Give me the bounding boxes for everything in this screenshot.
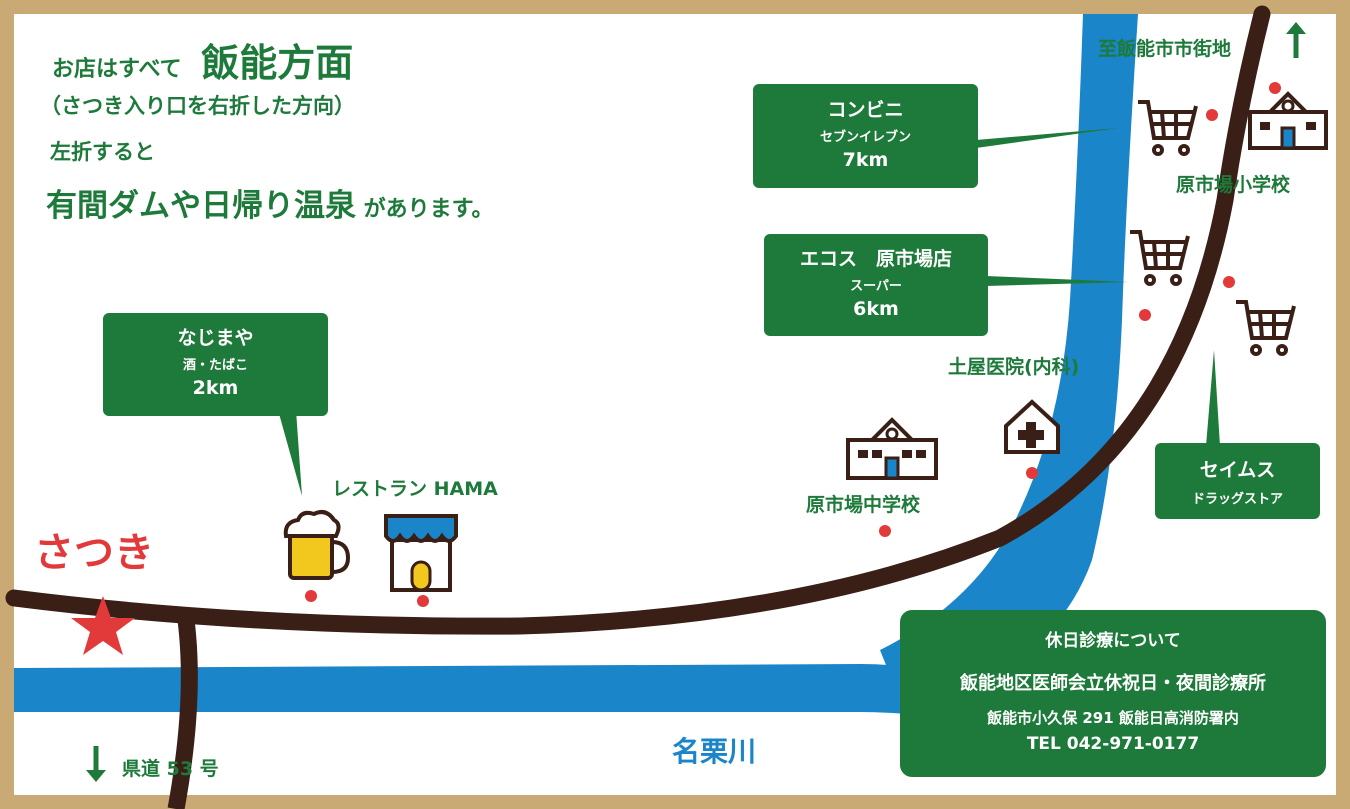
nazimaya-distance: 2km: [192, 377, 239, 399]
seimusu-callout: セイムス ドラッグストア: [1155, 443, 1320, 519]
satsuki-label: さつき: [34, 530, 154, 576]
ecos-sub: スーパー: [850, 279, 902, 294]
restaurant-label: レストラン HAMA: [332, 478, 498, 500]
ecos-pointer: [986, 276, 1128, 286]
marker-seimusu: [1223, 276, 1235, 288]
intro-line3: 左折すると: [50, 140, 155, 164]
marker-restaurant: [417, 595, 429, 607]
nazimaya-callout: なじまや 酒・たばこ 2km: [103, 313, 328, 416]
river-vertical: [880, 14, 1138, 700]
holiday-clinic-box: 休日診療について 飯能地区医師会立休祝日・夜間診療所 飯能市小久保 291 飯能…: [900, 610, 1326, 777]
marker-clinic: [1026, 467, 1038, 479]
marker-elementary: [1269, 82, 1281, 94]
conbini-distance: 7km: [842, 149, 889, 171]
junior-high-school-icon: [846, 417, 938, 480]
marker-ecos: [1139, 309, 1151, 321]
nazimaya-name: なじまや: [177, 327, 254, 349]
intro-line4-suffix: があります。: [363, 197, 494, 222]
seimusu-name: セイムス: [1199, 459, 1276, 481]
intro-line4-emph: 有間ダムや日帰り温泉: [46, 188, 356, 224]
beer-mug-icon: [283, 510, 351, 580]
south-direction-label: 県道 53 号: [122, 758, 219, 780]
nazimaya-pointer: [278, 410, 302, 496]
restaurant-shop-icon: [384, 514, 458, 592]
river-label: 名栗川: [672, 735, 757, 768]
conbini-pointer: [976, 128, 1118, 148]
satsuki-star-icon: [71, 596, 135, 655]
marker-junior-high: [879, 525, 891, 537]
holiday-box-facility: 飯能地区医師会立休祝日・夜間診療所: [960, 673, 1266, 694]
intro-line1: お店はすべて 飯能方面: [52, 32, 353, 87]
clinic-icon: [1004, 399, 1060, 454]
intro-line4: 有間ダムや日帰り温泉 があります。: [46, 180, 493, 225]
nazimaya-sub: 酒・たばこ: [182, 358, 248, 373]
holiday-box-address: 飯能市小久保 291 飯能日高消防署内: [987, 709, 1239, 727]
marker-conbini: [1206, 109, 1218, 121]
ecos-callout: エコス 原市場店 スーパー 6km: [764, 234, 988, 336]
main-road: [5, 5, 1271, 635]
south-arrow-icon: [86, 746, 106, 782]
ecos-distance: 6km: [853, 298, 899, 320]
branch-road: [167, 618, 198, 809]
junior-high-label: 原市場中学校: [806, 494, 921, 516]
shopping-cart-icon: [1236, 300, 1296, 356]
elementary-label: 原市場小学校: [1176, 174, 1291, 196]
clinic-label: 土屋医院(内科): [948, 356, 1080, 378]
conbini-sub: セブンイレブン: [819, 130, 911, 145]
conbini-name: コンビニ: [827, 99, 904, 121]
seimusu-sub: ドラッグストア: [1191, 492, 1283, 507]
marker-nazimaya: [305, 590, 317, 602]
north-arrow-icon: [1286, 22, 1306, 58]
intro-line2: （さつき入り口を右折した方向）: [40, 94, 355, 118]
holiday-box-tel: TEL 042-971-0177: [1026, 734, 1200, 754]
river-horizontal: [14, 664, 940, 718]
shopping-cart-icon: [1130, 230, 1190, 286]
intro-line1-emph: 飯能方面: [201, 41, 354, 85]
ecos-name: エコス 原市場店: [799, 248, 952, 270]
conbini-callout: コンビニ セブンイレブン 7km: [753, 84, 978, 188]
seimusu-pointer: [1206, 350, 1220, 446]
holiday-box-title: 休日診療について: [1045, 631, 1181, 651]
north-direction-label: 至飯能市市街地: [1098, 38, 1232, 60]
intro-line1-prefix: お店はすべて: [52, 57, 182, 82]
shopping-cart-icon: [1138, 100, 1198, 156]
elementary-school-icon: [1248, 91, 1328, 150]
